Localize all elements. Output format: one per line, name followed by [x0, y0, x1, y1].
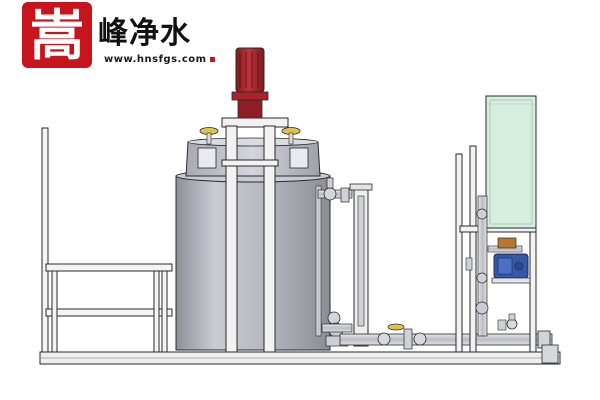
- level-gauge: [349, 183, 373, 347]
- logo-seal-char: 嵩: [30, 3, 84, 67]
- pump-suction-pipes: [465, 195, 523, 337]
- control-cabinet: [485, 95, 537, 229]
- base-skid: [39, 351, 561, 365]
- upper-valve-group: [317, 177, 353, 203]
- website-url: www.hnsfgs.com: [104, 54, 215, 65]
- dissolving-tank: [175, 137, 331, 351]
- url-dot-icon: [209, 56, 215, 62]
- agitator-motor: [231, 47, 269, 119]
- lid-handwheel-left: [199, 127, 219, 145]
- lower-valve-group: [321, 311, 405, 347]
- metering-pump: [491, 237, 531, 284]
- discharge-pipe: [339, 328, 559, 364]
- company-name: 峰净水: [98, 16, 191, 51]
- company-logo: 嵩 峰净水 www.hnsfgs.com: [8, 2, 248, 72]
- pump-outlet-valves: [497, 313, 518, 331]
- tank-side-pipe: [315, 185, 322, 337]
- logo-seal: 嵩: [22, 2, 92, 68]
- lid-handwheel-right: [281, 127, 301, 145]
- website-url-text: www.hnsfgs.com: [104, 54, 207, 65]
- left-support-frame: [41, 127, 173, 353]
